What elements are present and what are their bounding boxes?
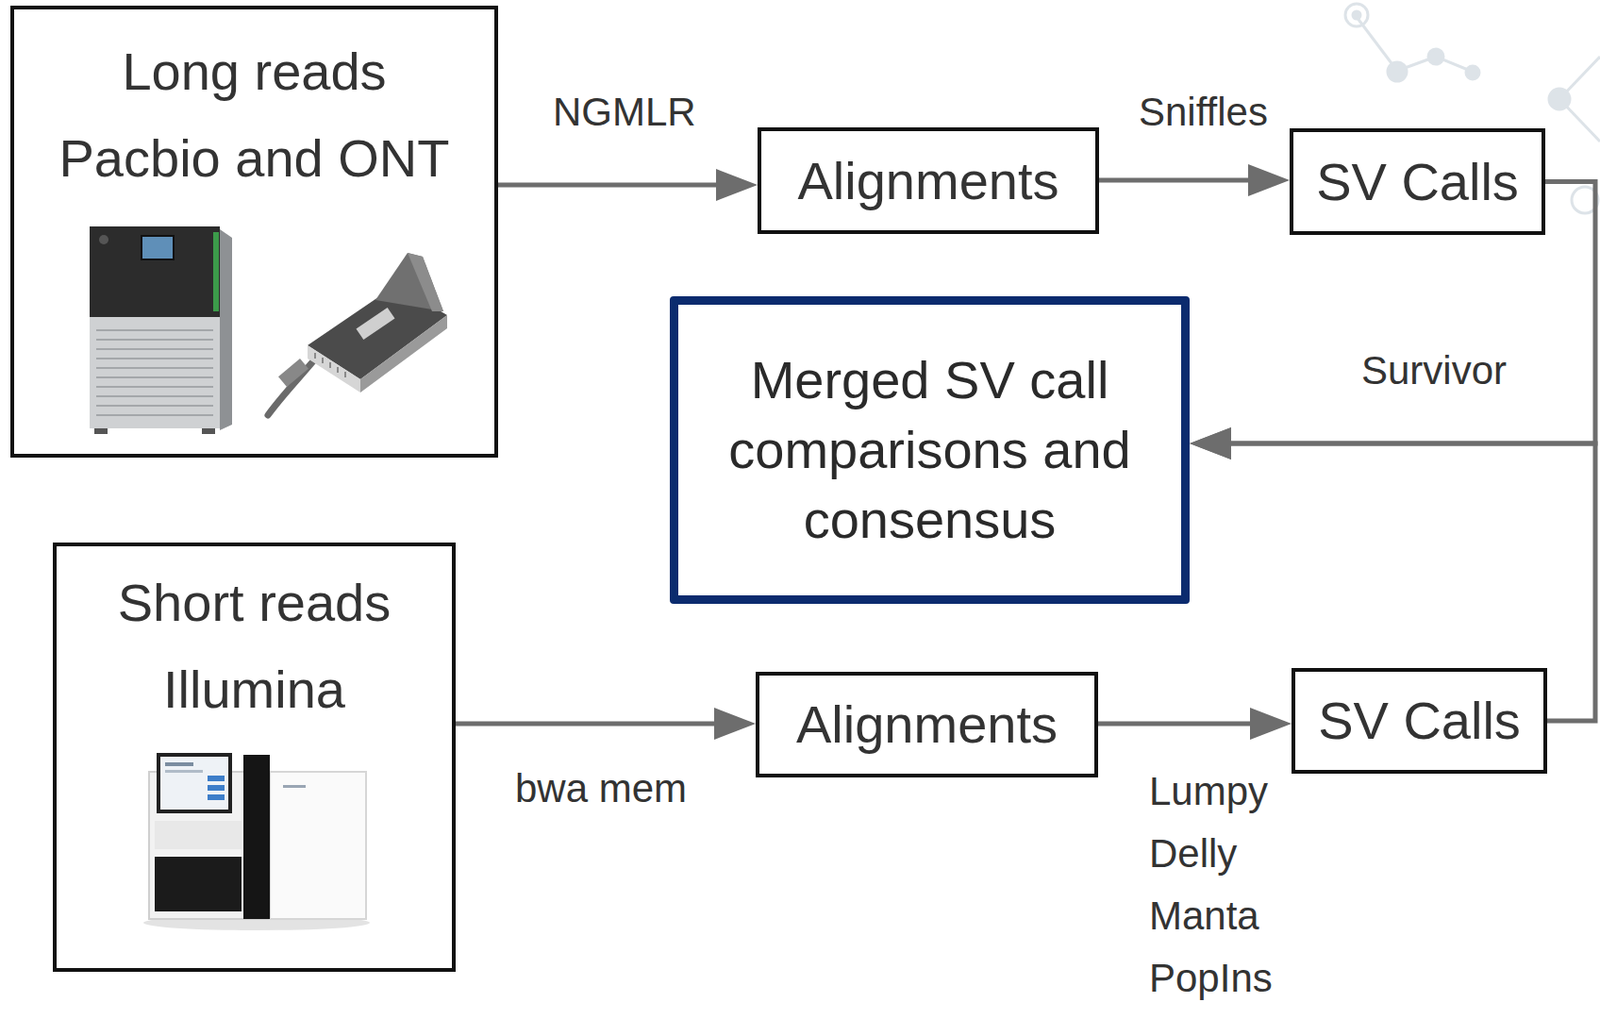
box-label: Alignments xyxy=(796,693,1058,756)
flow-arrow xyxy=(455,707,756,740)
process-box: Alignments xyxy=(757,127,1100,234)
flow-arrow xyxy=(1099,164,1290,197)
box-subheading: Pacbio and ONT xyxy=(59,115,450,202)
box-label: Merged SV call comparisons and consensus xyxy=(722,345,1138,555)
tool-label: NGMLR xyxy=(550,88,700,136)
flow-arrow xyxy=(1189,182,1596,461)
pacbio-instrument xyxy=(89,226,233,434)
instrument-box: Short readsIllumina xyxy=(52,542,456,972)
minion-device xyxy=(267,252,448,416)
consensus-box: Merged SV call comparisons and consensus xyxy=(669,296,1190,604)
connector-line xyxy=(1227,182,1596,445)
connector-line xyxy=(1099,178,1252,184)
box-label: SV Calls xyxy=(1316,150,1519,214)
tool-label: Survivor xyxy=(1358,347,1510,395)
process-box: Alignments xyxy=(755,671,1099,778)
illumina-instrument xyxy=(143,752,370,931)
process-box: SV Calls xyxy=(1291,667,1548,774)
connector-line xyxy=(1098,721,1254,727)
tool-list: Lumpy Delly Manta PopIns xyxy=(1146,760,1276,1010)
connector-line xyxy=(498,183,720,188)
box-label: SV Calls xyxy=(1317,689,1521,752)
process-box: SV Calls xyxy=(1289,128,1546,235)
arrowhead xyxy=(1250,707,1292,740)
box-subheading: Illumina xyxy=(163,646,346,734)
flow-arrow xyxy=(1189,427,1596,721)
box-heading: Short reads xyxy=(117,559,392,647)
box-label: Alignments xyxy=(797,150,1059,213)
arrowhead xyxy=(1189,427,1232,460)
instrument-box: Long readsPacbio and ONT xyxy=(10,5,499,458)
arrowhead xyxy=(716,168,758,201)
connector-line xyxy=(1227,443,1596,721)
tool-label: Sniffles xyxy=(1135,88,1271,136)
flow-arrow xyxy=(498,168,758,201)
arrowhead xyxy=(1248,164,1290,197)
flow-arrow xyxy=(1098,707,1292,740)
arrowhead xyxy=(714,707,756,740)
connector-line xyxy=(455,721,718,727)
box-heading: Long reads xyxy=(121,28,386,116)
tool-label: bwa mem xyxy=(512,765,690,813)
arrowhead xyxy=(1189,427,1232,460)
